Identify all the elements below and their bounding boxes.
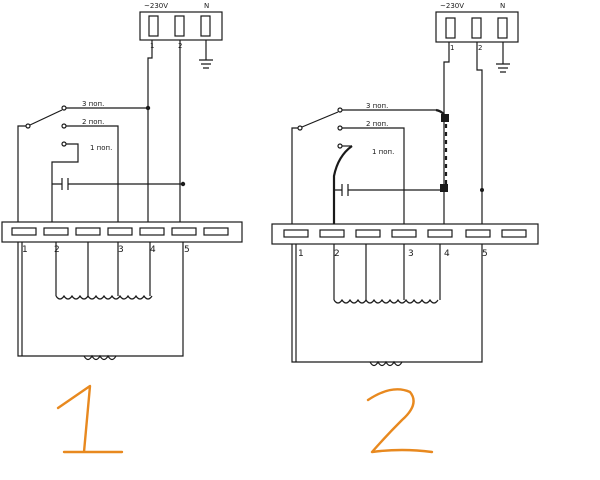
terminal-4 xyxy=(139,227,165,236)
switch-common xyxy=(297,125,303,131)
supply-voltage-label: ~230V xyxy=(440,2,464,10)
terminal-label: 1 xyxy=(298,249,304,259)
speed-3-label: 3 поп. xyxy=(82,100,104,108)
terminal-5 xyxy=(171,227,197,236)
speed-3-label: 3 поп. xyxy=(366,102,388,110)
supply-pin-l xyxy=(148,15,159,37)
switch-contact-1 xyxy=(61,141,67,147)
terminal-label: 3 xyxy=(118,245,124,255)
terminal-label: 2 xyxy=(334,249,340,259)
speed-2-label: 2 поп. xyxy=(366,120,388,128)
live-wire xyxy=(147,40,153,232)
speed-2-wire xyxy=(342,127,405,232)
terminal-label: 4 xyxy=(150,245,156,255)
terminal-3 xyxy=(107,227,133,236)
switch-contact-1 xyxy=(337,143,343,149)
capacitor-symbol xyxy=(341,184,349,196)
junction-block xyxy=(441,114,449,122)
aux-winding-coil xyxy=(83,354,117,361)
supply-pin-earth xyxy=(200,15,211,37)
terminal-blank xyxy=(355,229,381,238)
main-winding-coil xyxy=(333,298,439,304)
capacitor-symbol xyxy=(61,178,69,190)
speed-1-wire-curved xyxy=(332,145,353,232)
terminal-label: 2 xyxy=(54,245,60,255)
switch-contact-3 xyxy=(337,107,343,113)
aux-winding-coil xyxy=(369,360,403,367)
terminal-spare xyxy=(501,229,527,238)
handwritten-number-1 xyxy=(56,384,124,454)
supply-pin-l xyxy=(445,17,456,39)
switch-common xyxy=(25,123,31,129)
terminal-label: 5 xyxy=(482,249,488,259)
diagram-2: ~230V N 1 2 3 поп. 2 поп. 1 поп. xyxy=(271,2,539,454)
terminal-5 xyxy=(465,229,491,238)
supply-voltage-label: ~230V xyxy=(144,2,168,10)
neutral-wire xyxy=(476,42,483,232)
terminal-label: 4 xyxy=(444,249,450,259)
junction-dot xyxy=(480,188,484,192)
earth-symbol xyxy=(199,40,213,69)
terminal-1 xyxy=(283,229,309,238)
speed-1-label: 1 поп. xyxy=(90,144,112,152)
supply-pin-n xyxy=(174,15,185,37)
terminal-2 xyxy=(319,229,345,238)
winding-taps xyxy=(55,242,151,296)
supply-pin-2-label: 2 xyxy=(478,44,482,52)
neutral-label: N xyxy=(204,2,209,10)
speed-1-wire xyxy=(51,143,79,232)
terminal-4 xyxy=(427,229,453,238)
junction-block xyxy=(440,184,448,192)
terminal-spare xyxy=(203,227,229,236)
speed-2-wire xyxy=(66,125,119,232)
switch-contact-3 xyxy=(61,105,67,111)
terminal-1 xyxy=(11,227,37,236)
terminal-3 xyxy=(391,229,417,238)
speed-2-label: 2 поп. xyxy=(82,118,104,126)
switch-contact-2 xyxy=(61,123,67,129)
neutral-label: N xyxy=(500,2,505,10)
earth-symbol xyxy=(496,42,510,73)
terminal-2 xyxy=(43,227,69,236)
switch-lever xyxy=(29,109,63,126)
terminal-blank xyxy=(75,227,101,236)
terminal-label: 3 xyxy=(408,249,414,259)
switch-lever xyxy=(301,111,339,128)
speed-1-label: 1 поп. xyxy=(372,148,394,156)
supply-pin-1-label: 1 xyxy=(450,44,454,52)
common-to-terminal-5-loop xyxy=(17,125,184,357)
terminal-label: 5 xyxy=(184,245,190,255)
switch-contact-2 xyxy=(337,125,343,131)
diagram-1: ~230V N 1 2 3 поп. 2 поп. 1 поп. xyxy=(1,2,243,454)
common-to-terminal-5-loop xyxy=(291,127,483,363)
supply-pin-n xyxy=(471,17,482,39)
supply-pin-earth xyxy=(497,17,508,39)
main-winding-coil xyxy=(55,294,153,300)
live-wire xyxy=(443,42,450,232)
terminal-label: 1 xyxy=(22,245,28,255)
handwritten-number-2 xyxy=(366,388,434,454)
winding-taps xyxy=(333,244,441,300)
